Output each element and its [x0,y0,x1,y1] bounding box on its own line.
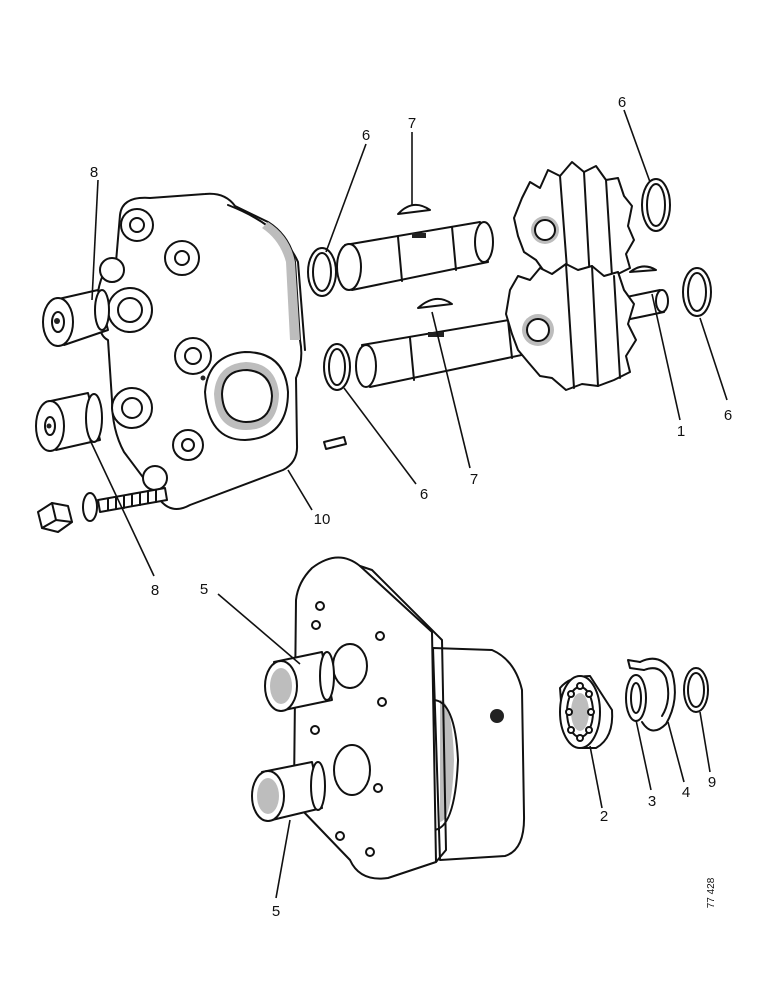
callout-6-mid: 6 [420,486,428,503]
gear-lower [505,263,637,391]
circlip-mid-right [682,267,712,317]
callout-1: 1 [677,423,685,440]
pump-body-housing [95,192,306,510]
leader-lines [89,109,728,899]
callout-9: 9 [708,774,716,791]
drawing-reference-code: 77 428 [706,877,717,908]
circlip-mid-left [323,343,351,391]
plug-sleeve-upper [42,289,110,347]
callout-5-lower: 5 [272,903,280,920]
needle-bush-upper [264,651,335,712]
needle-bush-lower [251,761,326,822]
callout-8-bottom: 8 [151,582,159,599]
ball-bearing [559,675,614,749]
callout-7-top: 7 [408,115,416,132]
plug-sleeve-lower [35,392,103,452]
woodruff-key-right [629,265,657,273]
retaining-ring [683,667,709,713]
woodruff-key-mid [417,297,453,309]
callout-7-mid: 7 [470,471,478,488]
callout-6-upper-left: 6 [362,127,370,144]
woodruff-key-top [397,203,431,215]
callout-6-right: 6 [724,407,732,424]
gear-upper [513,161,635,287]
snap-ring [627,657,676,732]
driven-shaft-upper [336,221,494,291]
bolt-with-washer [37,487,168,533]
oil-seal [625,674,647,722]
callout-8-top: 8 [90,164,98,181]
callout-10: 10 [314,511,331,528]
callout-4: 4 [682,784,690,801]
circlip-upper-right [641,178,671,232]
callout-6-upper-right: 6 [618,94,626,111]
callout-2: 2 [600,808,608,825]
dowel-pin [323,436,347,450]
callout-3: 3 [648,793,656,810]
callout-5-upper: 5 [200,581,208,598]
circlip-upper-left [307,247,337,297]
cover-plate-housing [293,556,526,880]
